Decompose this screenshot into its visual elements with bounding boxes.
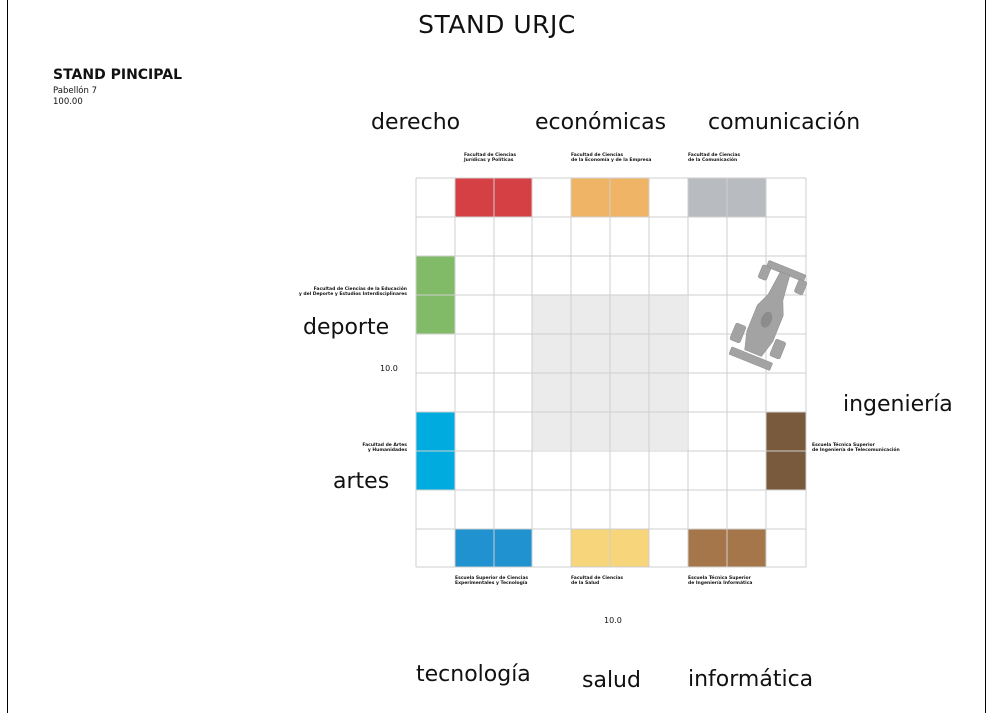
faculty-derecho: Facultad de Ciencias Jurídicas y Polític… <box>464 153 517 164</box>
race-car-illustration <box>728 260 808 371</box>
dimension-bottom: 10.0 <box>604 616 622 625</box>
label-tecnologia: tecnología <box>416 662 531 687</box>
faculty-informatica: Escuela Técnica Superior de Ingeniería I… <box>688 576 753 587</box>
page-title: STAND URJC <box>418 10 576 39</box>
label-salud: salud <box>582 668 641 693</box>
faculty-ingenieria: Escuela Técnica Superior de Ingeniería d… <box>812 443 900 454</box>
faculty-salud: Facultad de Ciencias de la Salud <box>571 576 624 587</box>
faculty-tecnologia: Escuela Superior de Ciencias Experimenta… <box>455 576 529 587</box>
pavilion-info: STAND PINCIPAL Pabellón 7 100.00 <box>53 68 182 106</box>
pavilion-area: 100.00 <box>53 96 83 107</box>
label-artes: artes <box>333 469 390 494</box>
faculty-deporte: Facultad de Ciencias de la Educación y d… <box>298 287 407 298</box>
pavilion-subtitle: Pabellón 7 <box>53 86 97 96</box>
faculty-artes: Facultad de Artes y Humanidades <box>362 443 407 454</box>
faculty-comunicacion: Facultad de Ciencias de la Comunicación <box>688 153 741 164</box>
faculty-economicas: Facultad de Ciencias de la Economía y de… <box>571 153 652 164</box>
label-derecho: derecho <box>371 110 461 135</box>
pavilion-name: STAND PINCIPAL <box>53 67 182 83</box>
label-economicas: económicas <box>535 110 667 135</box>
dimension-side: 10.0 <box>380 364 398 373</box>
page-frame <box>7 0 986 713</box>
label-comunicacion: comunicación <box>708 110 861 135</box>
floor-grid <box>415 177 807 568</box>
label-deporte: deporte <box>303 315 390 340</box>
label-ingenieria: ingeniería <box>843 392 953 417</box>
label-informatica: informática <box>688 667 814 692</box>
